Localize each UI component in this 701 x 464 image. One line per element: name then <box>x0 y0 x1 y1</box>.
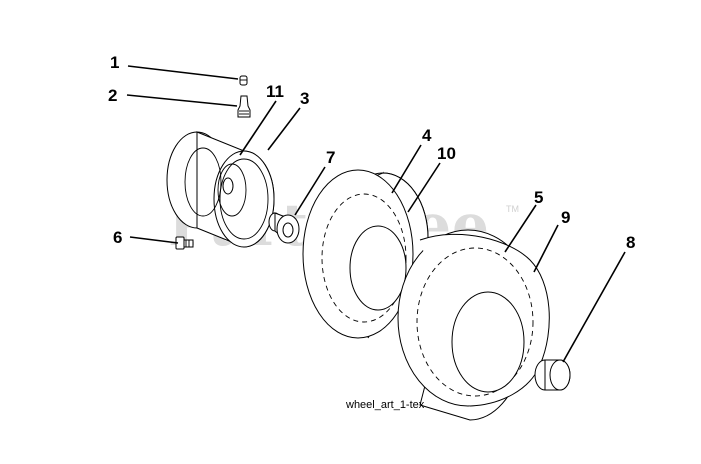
callout-6: 6 <box>113 228 122 247</box>
callout-8: 8 <box>626 233 635 252</box>
callout-7: 7 <box>326 148 335 167</box>
part-front-tire[interactable] <box>302 169 429 339</box>
callout-3: 3 <box>300 89 309 108</box>
part-hub-cap[interactable] <box>534 359 571 391</box>
callout-4: 4 <box>422 126 432 145</box>
callout-labels: 1 2 11 3 7 4 10 6 5 9 8 <box>108 53 635 252</box>
callout-10: 10 <box>437 144 456 163</box>
callout-9: 9 <box>561 208 570 227</box>
callout-1: 1 <box>110 53 119 72</box>
part-lug-bolt[interactable] <box>175 236 194 250</box>
part-rim[interactable] <box>166 131 275 248</box>
part-bushing[interactable] <box>268 212 300 244</box>
callout-11: 11 <box>266 82 284 101</box>
callout-2: 2 <box>108 86 117 105</box>
watermark-trademark: TM <box>506 204 519 214</box>
part-valve-cap[interactable] <box>239 75 248 86</box>
diagram-caption: wheel_art_1-tex <box>345 399 425 411</box>
part-rear-tire[interactable] <box>397 229 550 421</box>
leader-lines <box>126 65 626 363</box>
callout-5: 5 <box>534 188 543 207</box>
part-valve-stem[interactable] <box>237 95 251 118</box>
